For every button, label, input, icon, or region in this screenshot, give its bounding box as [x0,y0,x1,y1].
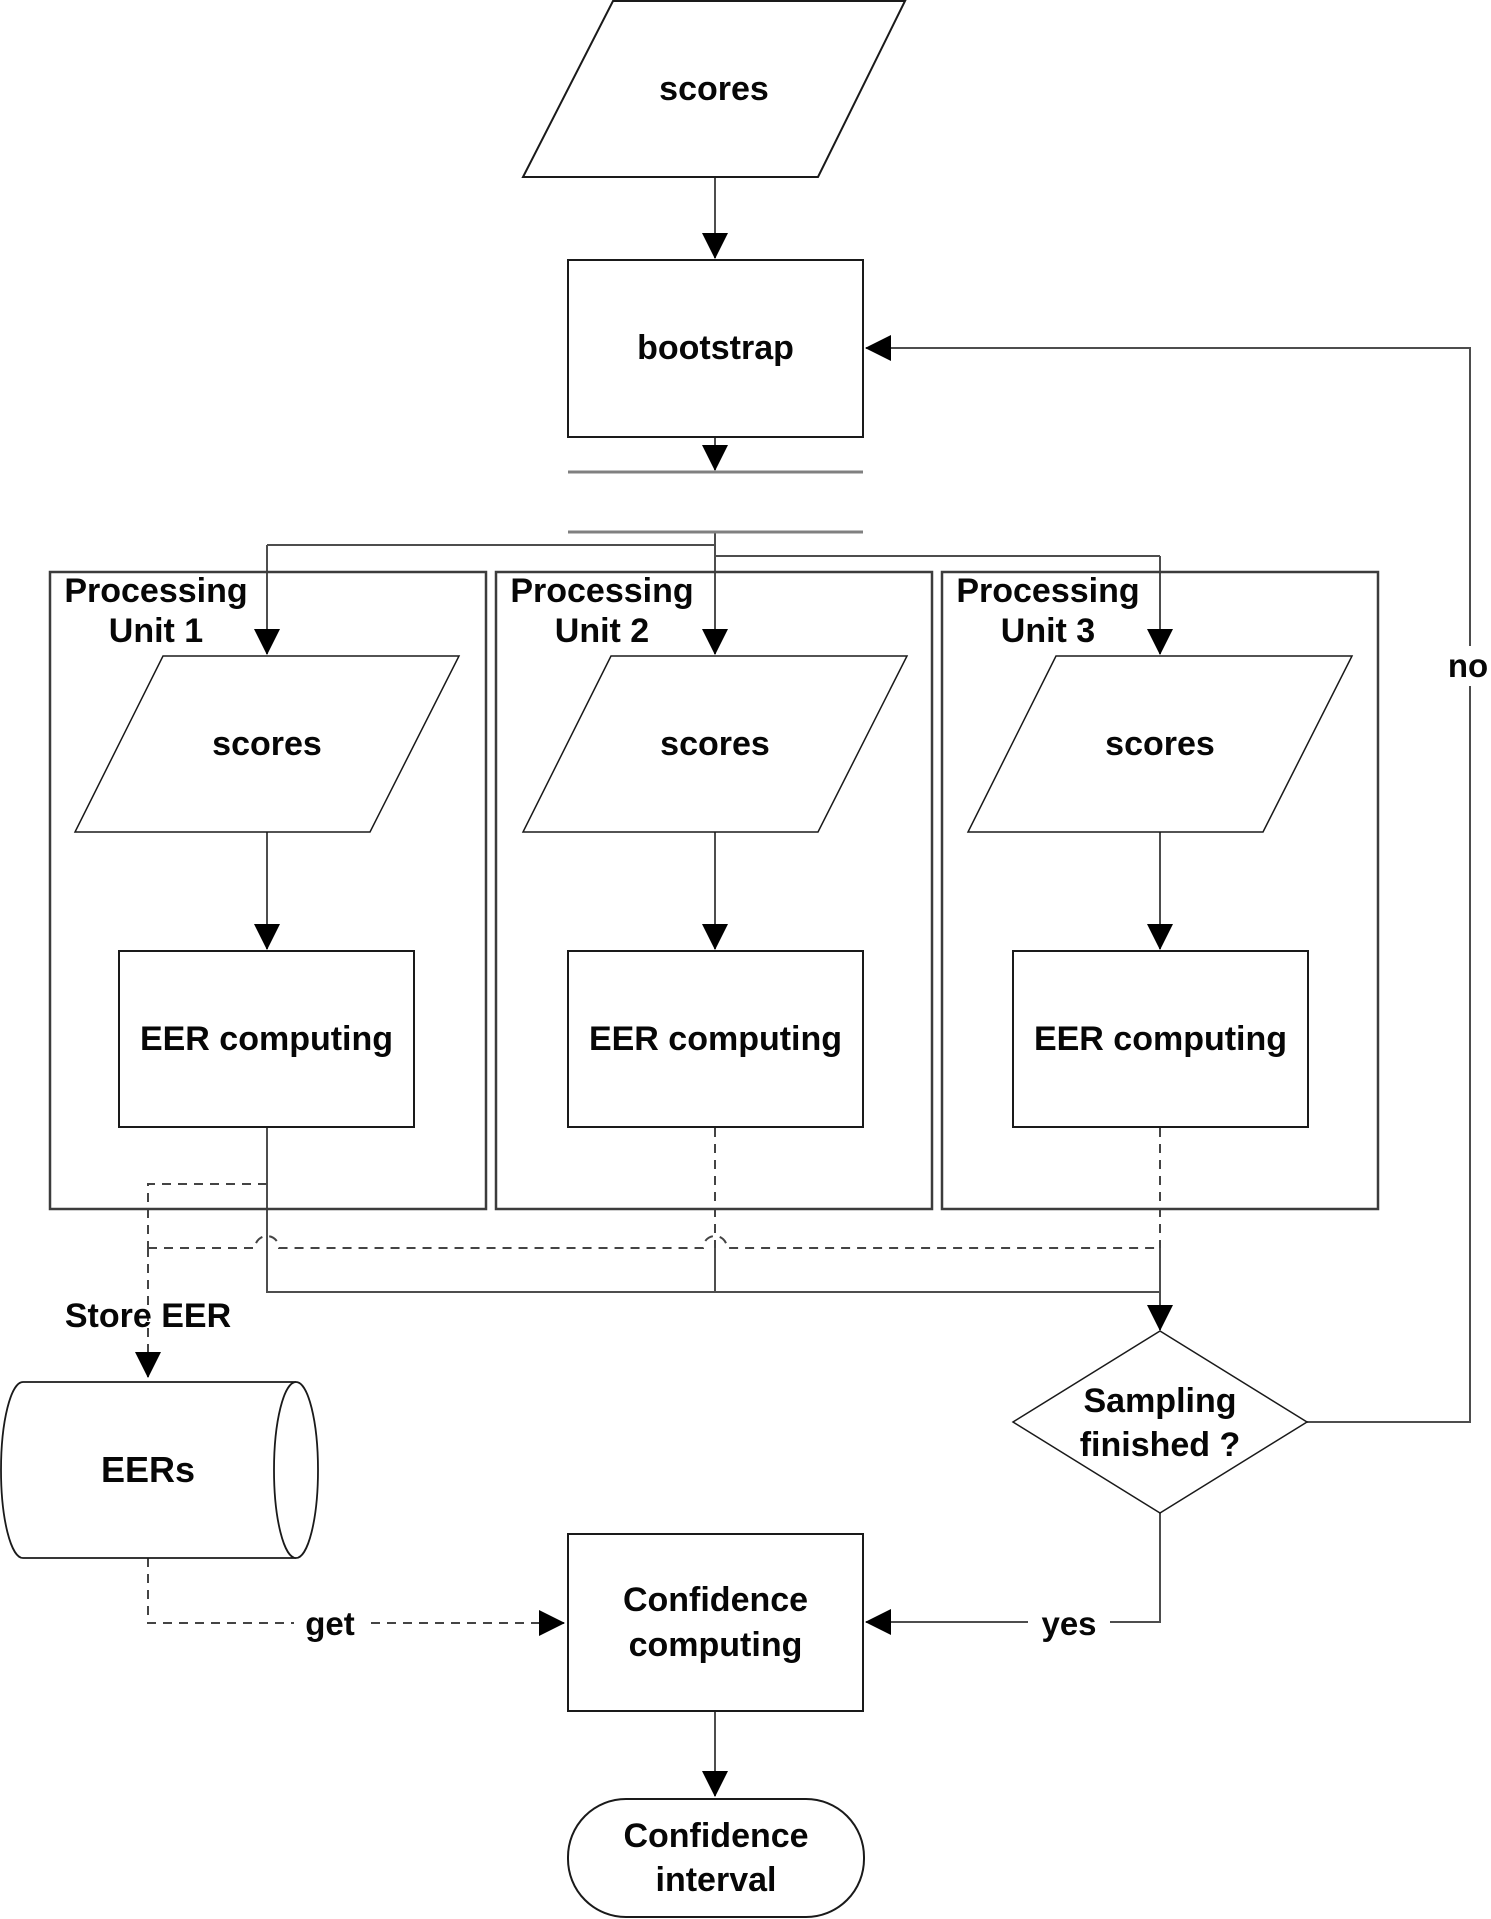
unit3-eer-box [1012,950,1309,1128]
processing-unit-3-box [940,570,1380,1211]
sampling-finished-diamond [1011,1330,1309,1514]
bootstrap-box [567,259,864,438]
input-scores-parallelogram [521,0,907,178]
edge-yes [865,1513,1161,1635]
edge-store-bus [148,1235,1160,1249]
processing-unit-1-title: Processing Unit 1 [64,572,248,650]
unit2-eer-box [567,950,864,1128]
eers-cylinder [0,1381,319,1559]
confidence-interval-terminator [567,1798,865,1918]
confidence-computing-box [567,1533,864,1712]
processing-unit-2-box [494,570,934,1211]
processing-unit-2-title: Processing Unit 2 [510,572,694,650]
unit2-scores-parallelogram [521,655,909,833]
no-edge-label: no [1438,646,1491,686]
edge-get [147,1558,565,1636]
unit1-scores-parallelogram [73,655,461,833]
edge-eer-join-to-decision [266,1127,1173,1331]
edge-no [865,335,1471,1423]
yes-edge-label: yes [1028,1604,1110,1644]
edge-eer1-store-branch [147,1183,267,1248]
unit1-eer-box [118,950,415,1128]
processing-unit-1-box [48,570,488,1211]
processing-unit-3-title: Processing Unit 3 [956,572,1140,650]
unit3-scores-parallelogram [966,655,1354,833]
get-edge-label: get [294,1604,366,1644]
